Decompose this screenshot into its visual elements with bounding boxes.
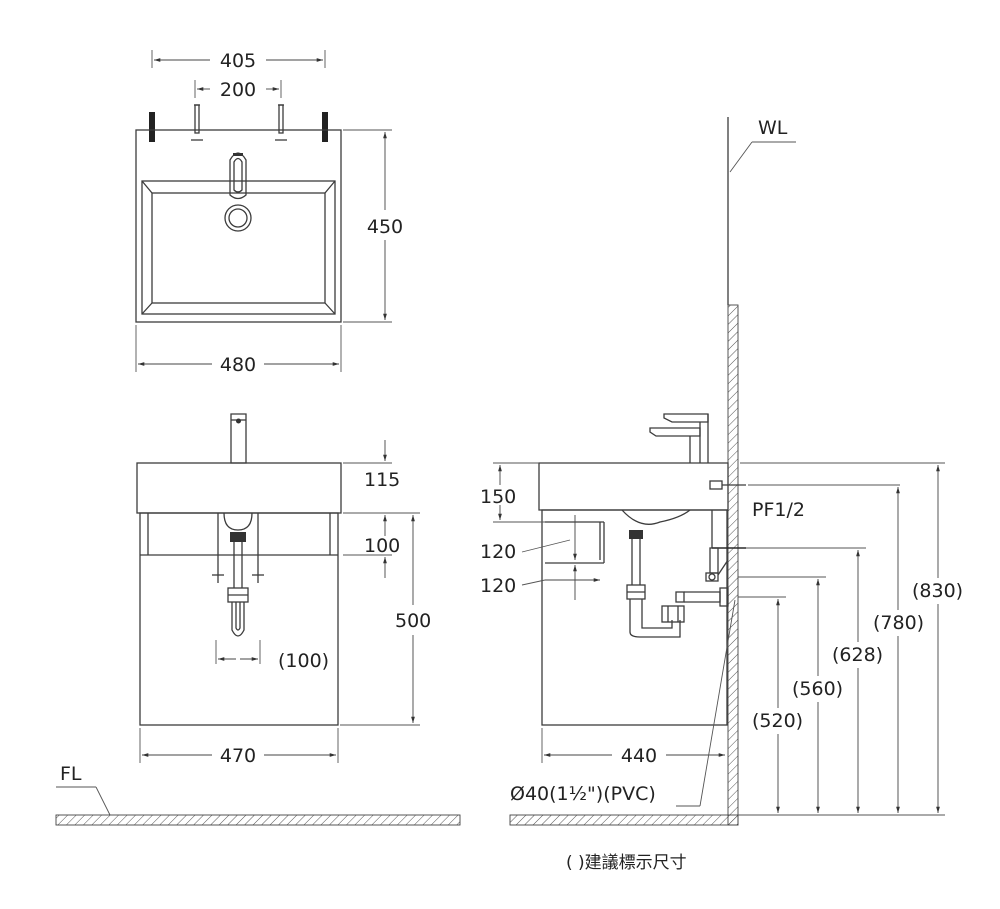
trap-side: [626, 530, 729, 638]
dim-520-label: (520): [752, 710, 803, 732]
wall-bolt-left: [149, 112, 155, 142]
pf-fitting: PF1/2: [709, 480, 900, 521]
basin-side: [538, 462, 729, 511]
wall-bolt-right: [322, 112, 328, 142]
dim-628-label: (628): [832, 644, 883, 666]
floor-left: [55, 814, 461, 826]
floor-level-marker: FL: [56, 763, 111, 816]
dim-480-label: 480: [220, 354, 256, 376]
dim-115-label: 115: [364, 469, 400, 491]
top-view: 405 200: [135, 50, 403, 376]
dim-100-paren-label: (100): [278, 650, 329, 672]
dim-470-label: 470: [220, 745, 256, 767]
supply-lines: [212, 513, 264, 583]
side-right-dims: (830) (780) (628) (560) (520): [738, 462, 963, 816]
side-view: WL: [480, 117, 963, 873]
pf-label: PF1/2: [752, 499, 805, 521]
dim-200-label: 200: [220, 79, 256, 101]
faucet-top-icon: [224, 152, 252, 232]
front-view: (100) 115 100 500 470 FL: [55, 413, 461, 826]
dim-100-label: 100: [364, 535, 400, 557]
drain-pipe-marker: Ø40(1½")(PVC): [510, 599, 736, 807]
basin-top-outline: [135, 129, 342, 323]
dim-405-label: 405: [220, 50, 256, 72]
dim-440-label: 440: [621, 745, 657, 767]
dim-120a-label: 120: [480, 541, 516, 563]
note-text: ( )建議標示尺寸: [566, 853, 687, 873]
wall-level-label: WL: [758, 117, 788, 139]
trap-front: [223, 512, 253, 637]
cabinet-front: [139, 512, 339, 726]
basin-bowl-inner: [151, 192, 326, 304]
fixing-screw-right: [275, 104, 287, 141]
wall: [727, 304, 739, 826]
basin-front: [136, 462, 342, 514]
dim-150-label: 150: [480, 486, 516, 508]
fixing-screw-left: [191, 104, 203, 141]
dim-500-label: 500: [395, 610, 431, 632]
dim-780-label: (780): [873, 612, 924, 634]
faucet-front-icon: [230, 413, 247, 464]
angle-valve: [705, 510, 746, 582]
floor-right: [509, 814, 739, 826]
basin-bowl-outer: [141, 180, 336, 315]
dim-100-paren: (100): [215, 640, 329, 672]
dim-405: 405: [151, 50, 326, 72]
faucet-side-icon: [649, 413, 709, 463]
dim-450: 450: [343, 129, 403, 323]
dim-440: 440: [541, 728, 725, 767]
side-left-dims: 150 120 120: [480, 462, 600, 600]
dim-560-label: (560): [792, 678, 843, 700]
wall-level-marker: WL: [729, 117, 796, 173]
dim-450-label: 450: [367, 216, 403, 238]
dim-120b-label: 120: [480, 575, 516, 597]
front-vertical-dims: 115 100 500: [340, 440, 431, 726]
cabinet-side: [541, 509, 728, 726]
dim-480: 480: [135, 325, 342, 376]
dim-200: 200: [194, 79, 282, 101]
drain-pipe-label: Ø40(1½")(PVC): [510, 783, 656, 805]
dim-830-label: (830): [912, 580, 963, 602]
floor-level-label: FL: [60, 763, 82, 785]
dim-470: 470: [139, 728, 339, 767]
